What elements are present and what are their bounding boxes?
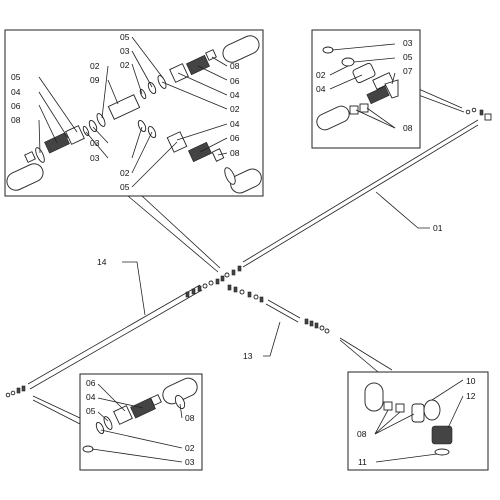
central-fittings [185,265,330,334]
detail-box-top-left: 05 03 02 08 06 04 02 04 06 08 05 04 06 0… [4,29,264,197]
callout-05: 05 [403,52,413,62]
callout-10: 10 [466,376,476,386]
right-end-fittings [465,107,492,121]
callout-08: 08 [403,123,413,133]
callout-03: 03 [90,138,100,148]
callout-08: 08 [357,429,367,439]
callout-06: 06 [230,76,240,86]
callout-08: 08 [230,61,240,71]
callout-06: 06 [230,133,240,143]
callout-02: 02 [316,70,326,80]
callout-02: 02 [185,443,195,453]
callout-13: 13 [243,351,253,361]
main-boom-assembly [5,107,492,398]
top-left-leaders [38,36,228,188]
callout-02: 02 [120,168,130,178]
callout-04: 04 [230,90,240,100]
callout-05: 05 [86,406,96,416]
callout-08: 08 [11,115,21,125]
callout-02: 02 [230,104,240,114]
callout-03: 03 [120,46,130,56]
callout-04: 04 [11,87,21,97]
callout-04: 04 [86,392,96,402]
callout-04: 04 [316,84,326,94]
callout-06: 06 [86,378,96,388]
callout-12: 12 [466,391,476,401]
callout-05: 05 [120,32,130,42]
center-tee-fitting [82,94,141,137]
callout-06: 06 [11,101,21,111]
callout-02: 02 [120,60,130,70]
left-fitting-chain [24,125,85,163]
callout-08: 08 [185,413,195,423]
callout-05: 05 [120,182,130,192]
callout-04: 04 [230,119,240,129]
detail-box-top-right: 03 05 02 04 07 08 [311,29,421,149]
detail-box-bottom-left: 06 04 05 08 02 03 [79,373,203,471]
callout-03: 03 [90,153,100,163]
callout-01: 01 [433,223,443,233]
callout-03: 03 [185,457,195,467]
callout-05: 05 [11,72,21,82]
callout-14: 14 [97,257,107,267]
callout-09: 09 [90,75,100,85]
callout-07: 07 [403,66,413,76]
callout-03: 03 [403,38,413,48]
main-callouts: 01 14 13 [97,191,443,361]
callout-02: 02 [90,61,100,71]
callout-08: 08 [230,148,240,158]
detail-box-bottom-right: 10 12 08 11 [347,371,489,471]
left-end-fittings [5,385,26,398]
callout-11: 11 [358,457,367,467]
